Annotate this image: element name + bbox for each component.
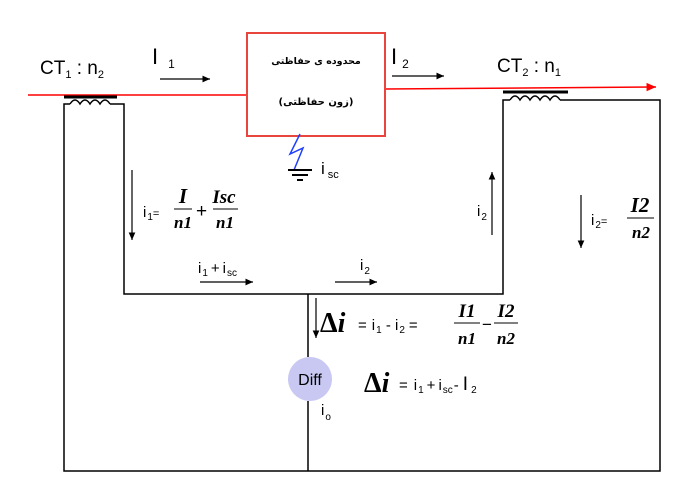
- svg-text:i2=: i2=: [591, 212, 607, 231]
- current-i1-plus-isc-label: i1+isc: [198, 260, 237, 279]
- svg-text:I: I: [178, 184, 188, 208]
- svg-text:Isc: Isc: [211, 187, 236, 208]
- ground-icon: [288, 169, 312, 181]
- zone-label-line1: محدوده ی حفاظتی: [271, 56, 361, 67]
- ct2-label: CT2 : n1: [497, 56, 561, 79]
- svg-text:Δi: Δi: [364, 368, 390, 399]
- svg-text:n1: n1: [216, 213, 234, 232]
- equation-i2: i2= I2 n2: [591, 193, 654, 242]
- secondary-circuit: [63, 99, 661, 472]
- differential-relay-circle-icon: [288, 357, 332, 401]
- svg-text:=i1 - i2=: =i1 - i2=: [358, 317, 418, 336]
- current-i2-bottom-label: i2: [360, 257, 370, 277]
- equation-delta-i-1: Δi =i1 - i2= I1 n1 − I2 n2: [320, 301, 518, 348]
- primary-line-right: [384, 82, 657, 92]
- svg-text:−: −: [482, 315, 492, 334]
- svg-text:n1: n1: [458, 329, 476, 348]
- svg-text:n2: n2: [632, 223, 650, 242]
- svg-text:i1=: i1=: [143, 204, 159, 223]
- svg-text:+: +: [196, 201, 207, 222]
- diff-label: Diff: [298, 372, 322, 389]
- lightning-bolt-icon: [288, 133, 305, 171]
- equation-i1: i1= I n1 + Isc n1: [143, 184, 238, 232]
- protected-zone-box: [246, 32, 386, 137]
- current-io-label: io: [321, 402, 331, 423]
- zone-label-line2: (زون حفاظتی): [279, 97, 354, 108]
- svg-text:=i1+isc-I2: =i1+isc-I2: [399, 374, 477, 396]
- ct1-secondary-coil: [69, 99, 111, 106]
- current-i2-up-label: i2: [477, 203, 487, 223]
- svg-text:I1: I1: [458, 301, 476, 322]
- svg-text:n2: n2: [497, 329, 515, 348]
- svg-text:Δi: Δi: [320, 308, 346, 339]
- ct1-label: CT1 : n2: [40, 58, 104, 81]
- svg-text:I2: I2: [497, 301, 515, 322]
- ct2-secondary-coil: [509, 95, 561, 102]
- svg-text:I2: I2: [630, 193, 650, 217]
- svg-text:n1: n1: [174, 213, 192, 232]
